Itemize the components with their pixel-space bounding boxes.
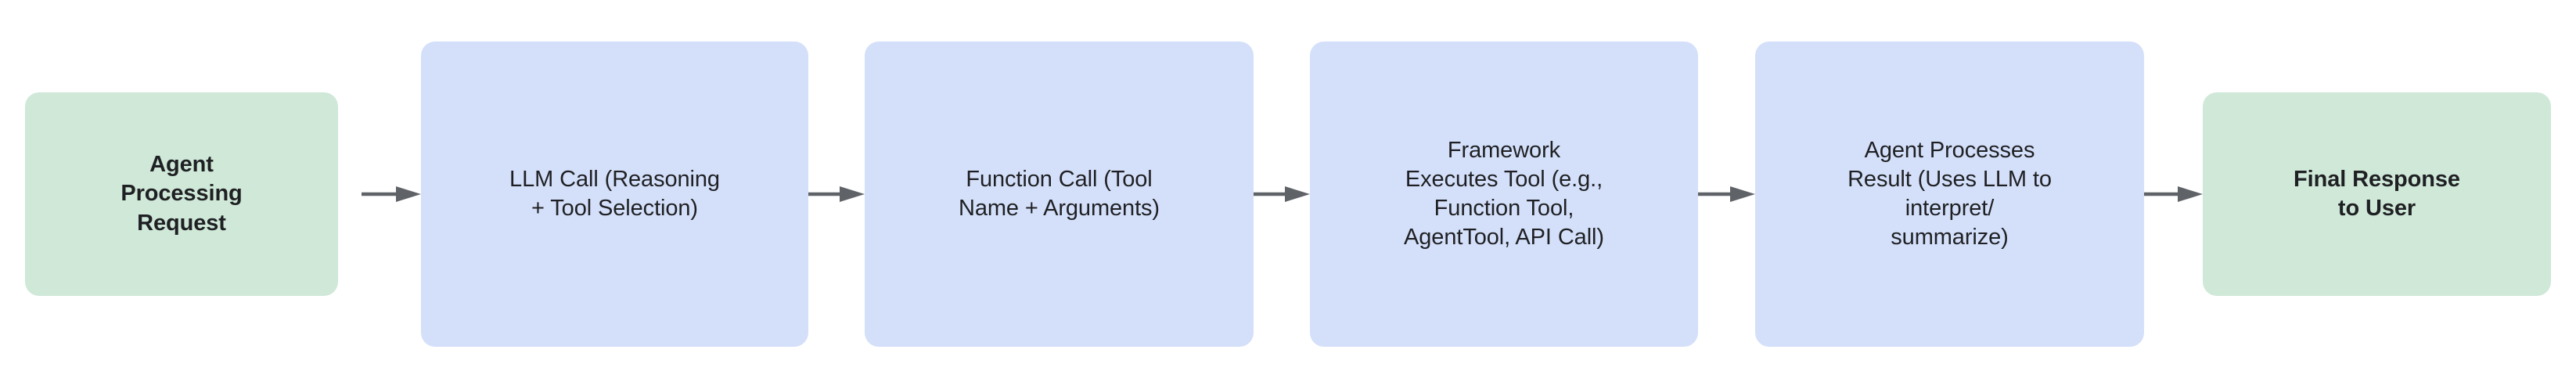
flow-node-final-response-to-user[interactable]: Final Response to User [2203,92,2551,296]
flow-node-label: Final Response to User [2294,166,2460,221]
flow-node-framework-executes-tool[interactable]: Framework Executes Tool (e.g., Function … [1310,41,1698,347]
flow-arrow-right-icon [2144,186,2203,202]
flow-node-label: Agent Processing Request [121,152,243,236]
flow-arrow-right-icon [808,186,865,202]
flow-arrow-right-icon [1254,186,1310,202]
flow-node-label: Function Call (Tool Name + Arguments) [959,166,1160,221]
flow-node-agent-processes-result[interactable]: Agent Processes Result (Uses LLM to inte… [1755,41,2144,347]
flow-node-label: Agent Processes Result (Uses LLM to inte… [1847,137,2052,250]
flow-node-label: Framework Executes Tool (e.g., Function … [1404,137,1604,250]
flow-node-agent-processing-request[interactable]: Agent Processing Request [25,92,338,296]
flow-node-label: LLM Call (Reasoning + Tool Selection) [509,166,720,221]
flow-arrow-right-icon [362,186,421,202]
flow-node-llm-call[interactable]: LLM Call (Reasoning + Tool Selection) [421,41,808,347]
flow-node-function-call[interactable]: Function Call (Tool Name + Arguments) [865,41,1254,347]
flow-arrow-right-icon [1698,186,1755,202]
